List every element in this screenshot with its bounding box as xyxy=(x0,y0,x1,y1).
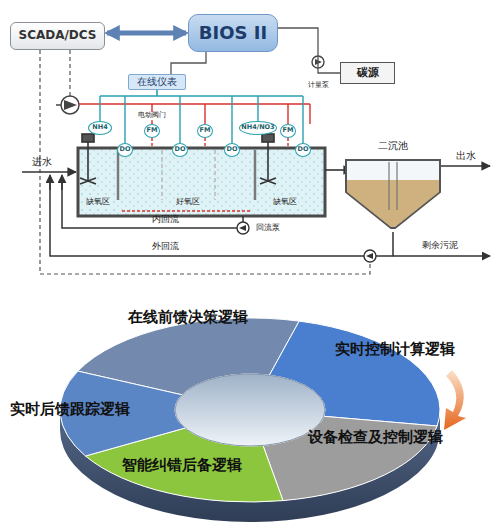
logic-segment: 设备检查及控制逻辑 xyxy=(302,427,448,449)
diagram-label: 回流泵 xyxy=(256,224,280,233)
system-box: 碳源 xyxy=(340,62,395,84)
diagram-label: 缺氧区 xyxy=(85,198,111,207)
node-text: 实时控制计算逻辑 xyxy=(335,341,455,358)
external-recycle-line xyxy=(49,175,51,190)
node-text: 智能纠错后备逻辑 xyxy=(122,457,242,474)
system-box: 在线仪表 xyxy=(128,74,186,90)
node-text: 在线仪表 xyxy=(137,76,177,88)
diagram-label: 内回流 xyxy=(152,215,179,225)
logic-segment: 在线前馈决策逻辑 xyxy=(118,307,258,329)
clarifier-tank: 二沉池 xyxy=(343,140,443,232)
diagram-label: 计量泵 xyxy=(308,82,329,90)
node-text: 设备检查及控制逻辑 xyxy=(308,429,443,446)
diagram-label: 外回流 xyxy=(152,242,179,252)
node-text: DO xyxy=(298,146,309,153)
ring-hole xyxy=(175,374,325,446)
bioreactor-tank xyxy=(78,148,325,216)
sensor-signal-line xyxy=(100,95,303,97)
node-text: 在线前馈决策逻辑 xyxy=(128,309,248,326)
instrument-circle: DO xyxy=(295,143,311,157)
connector xyxy=(171,52,206,74)
system-box: BIOS II xyxy=(188,14,278,52)
inflow-pipe xyxy=(22,171,76,173)
diagram-label: 剩余污泥 xyxy=(422,241,458,251)
node-text: NH4 xyxy=(92,124,107,131)
node-text: DO xyxy=(227,146,238,153)
instrument-circle: DO xyxy=(172,143,188,157)
instrument-circle: DO xyxy=(117,143,133,157)
control-dashed-line xyxy=(69,50,70,96)
instrument-circle: DO xyxy=(224,143,240,157)
logic-segment: 实时控制计算逻辑 xyxy=(325,339,465,361)
node-text: FM xyxy=(200,127,211,134)
instrument-circle: NH4 xyxy=(88,121,112,135)
diagram-label: 缺氧区 xyxy=(272,198,298,207)
diagram-label: 好氧区 xyxy=(175,198,201,207)
diagram-label: 出水 xyxy=(456,150,476,161)
node-text: SCADA/DCS xyxy=(19,29,97,43)
node-text: DO xyxy=(175,146,186,153)
control-dashed-line xyxy=(40,50,370,274)
logic-segment: 实时后馈跟踪逻辑 xyxy=(8,399,132,421)
node-text: FM xyxy=(147,127,158,134)
recycle-pump xyxy=(237,222,249,234)
node-text: DO xyxy=(120,146,131,153)
connector xyxy=(278,28,340,73)
sludge-pump xyxy=(364,250,376,262)
instrument-circle: FM xyxy=(280,124,296,138)
clarifier-body xyxy=(346,160,440,228)
node-text: FM xyxy=(283,127,294,134)
dosing-pump xyxy=(56,96,79,114)
instrument-circle: FM xyxy=(144,124,160,138)
connector xyxy=(107,31,186,36)
node-text: 二沉池 xyxy=(378,140,408,152)
sensor-signal-line xyxy=(156,90,158,96)
node-text: 碳源 xyxy=(357,67,379,80)
instrument-circle: FM xyxy=(197,124,213,138)
node-text: NH4/NO3 xyxy=(241,124,274,131)
waste-sludge-line xyxy=(393,255,490,257)
internal-recycle-line xyxy=(62,176,243,228)
logic-segment: 智能纠错后备逻辑 xyxy=(112,455,252,477)
diagram-label: 进水 xyxy=(32,156,52,167)
clarifier-outline xyxy=(343,140,443,232)
outflow-pipe xyxy=(441,165,490,167)
mixer xyxy=(80,134,276,184)
internal-recycle-line xyxy=(61,175,63,190)
node-text: 实时后馈跟踪逻辑 xyxy=(10,401,130,418)
diagram-label: 电动阀门 xyxy=(137,112,167,120)
external-recycle-line xyxy=(50,176,393,256)
node-text: BIOS II xyxy=(199,23,267,44)
system-box: SCADA/DCS xyxy=(10,22,105,50)
instrument-circle: NH4/NO3 xyxy=(239,121,277,135)
sludge-layer xyxy=(347,180,439,227)
center-well xyxy=(389,162,397,210)
valve-signal-line xyxy=(79,103,310,105)
cycle-arrow xyxy=(444,370,466,430)
